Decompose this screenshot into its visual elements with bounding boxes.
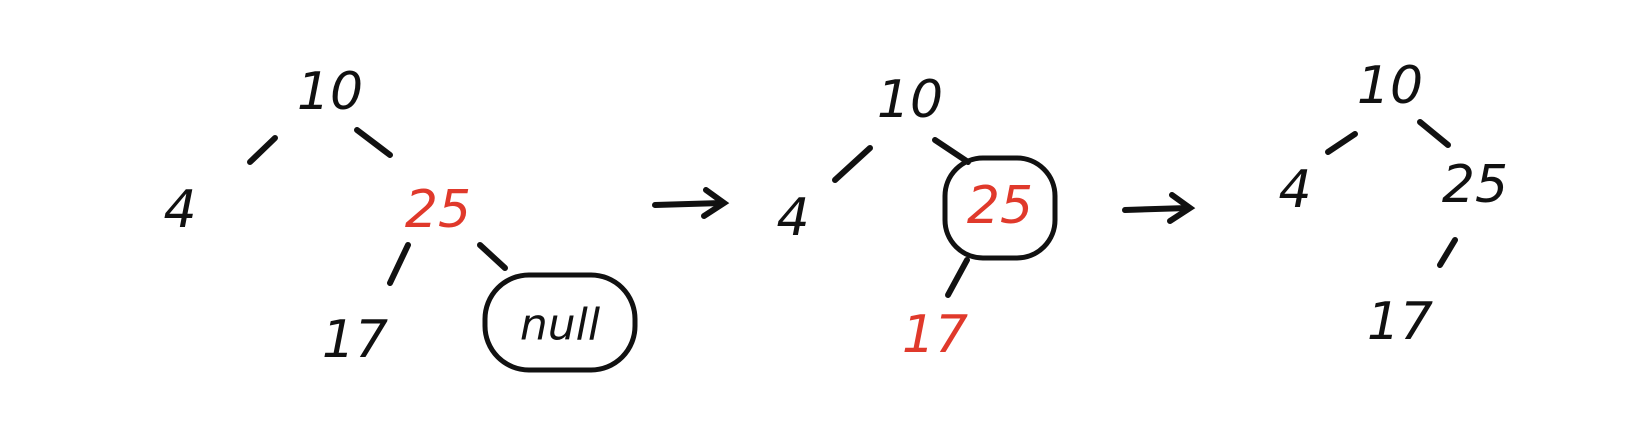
stage-3-tree: 10 4 25 17 [1278,56,1508,352]
edge-25-to-17 [1437,237,1458,268]
edge-25-to-17 [945,257,970,298]
stage-2-highlighted-node: 25 [942,155,1058,261]
arrow-1-head [701,187,730,219]
stage-2-node-left: 4 [776,188,809,248]
stage-2-tree: 10 4 25 17 [776,70,1058,365]
node-25-outline [942,155,1058,261]
arrow-1 [652,187,730,219]
edge-10-to-4 [832,145,873,183]
stage-3-node-right-left: 17 [1367,292,1433,352]
edge-10-to-4 [1325,131,1358,155]
stage-1-node-right: 25 [405,180,471,240]
arrow-1-shaft [652,200,725,208]
stage-2-node-root: 10 [877,70,943,130]
edge-10-to-25 [354,127,393,158]
stage-1-node-root: 10 [297,62,363,122]
stage-3-node-root: 10 [1357,56,1423,116]
edge-10-to-25 [1417,119,1451,148]
null-node-outline [482,272,638,373]
stage-2-node-right: 25 [967,176,1033,236]
arrow-2-shaft [1122,205,1191,213]
stage-3-node-left: 4 [1278,160,1311,220]
stage-2-node-right-left: 17 [902,305,968,365]
stage-3-node-right: 25 [1442,155,1508,215]
edge-10-to-4 [247,135,278,165]
arrow-2-head [1167,192,1196,224]
edge-10-to-25 [932,137,971,165]
edge-25-to-17 [387,242,411,286]
stage-1-node-left: 4 [163,180,196,240]
arrow-2 [1122,192,1196,224]
stage-1-tree: 10 4 25 17 null [163,62,638,373]
stage-1-node-right-left: 17 [322,310,388,370]
stage-1-null-node: null [482,272,638,373]
edge-25-to-null [477,242,508,271]
stage-1-node-right-right: null [520,300,601,351]
